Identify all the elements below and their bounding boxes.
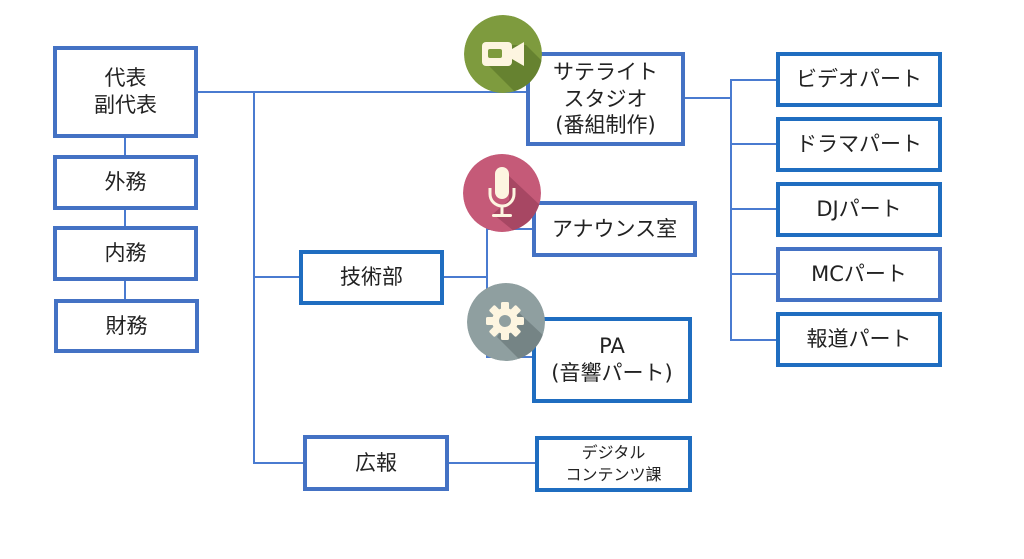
node-part-mc: MCパート [776,247,942,302]
node-external-affairs: 外務 [53,155,198,210]
node-pa: PA (音響パート) [532,317,692,403]
node-part-dj: DJパート [776,182,942,237]
node-announce-room: アナウンス室 [532,201,697,257]
connector-leader-trunk [197,91,527,93]
node-leader: 代表 副代表 [53,46,198,138]
node-part-news: 報道パート [776,312,942,367]
connector-part-1 [730,79,778,81]
node-part-video: ビデオパート [776,52,942,107]
connector-part-3 [730,208,778,210]
node-technical-dept: 技術部 [299,250,444,305]
connector-tech-out [442,276,488,278]
node-finance: 財務 [54,299,199,353]
node-internal-affairs: 内務 [53,226,198,281]
connector-to-pr [253,462,305,464]
connector-to-tech [253,276,301,278]
connector-part-4 [730,273,778,275]
microphone-icon [463,154,541,232]
video-camera-icon [464,15,542,93]
connector-admin-chain [124,136,126,302]
node-satellite-studio: サテライト スタジオ (番組制作) [526,52,685,146]
connector-pr-digital [448,462,536,464]
connector-part-5 [730,339,778,341]
connector-part-2 [730,143,778,145]
node-pr: 広報 [303,435,449,491]
gear-icon [467,283,545,361]
connector-studio-out [683,97,731,99]
connector-parts-trunk [730,79,732,341]
node-part-drama: ドラマパート [776,117,942,172]
node-digital-content: デジタル コンテンツ課 [535,436,692,492]
